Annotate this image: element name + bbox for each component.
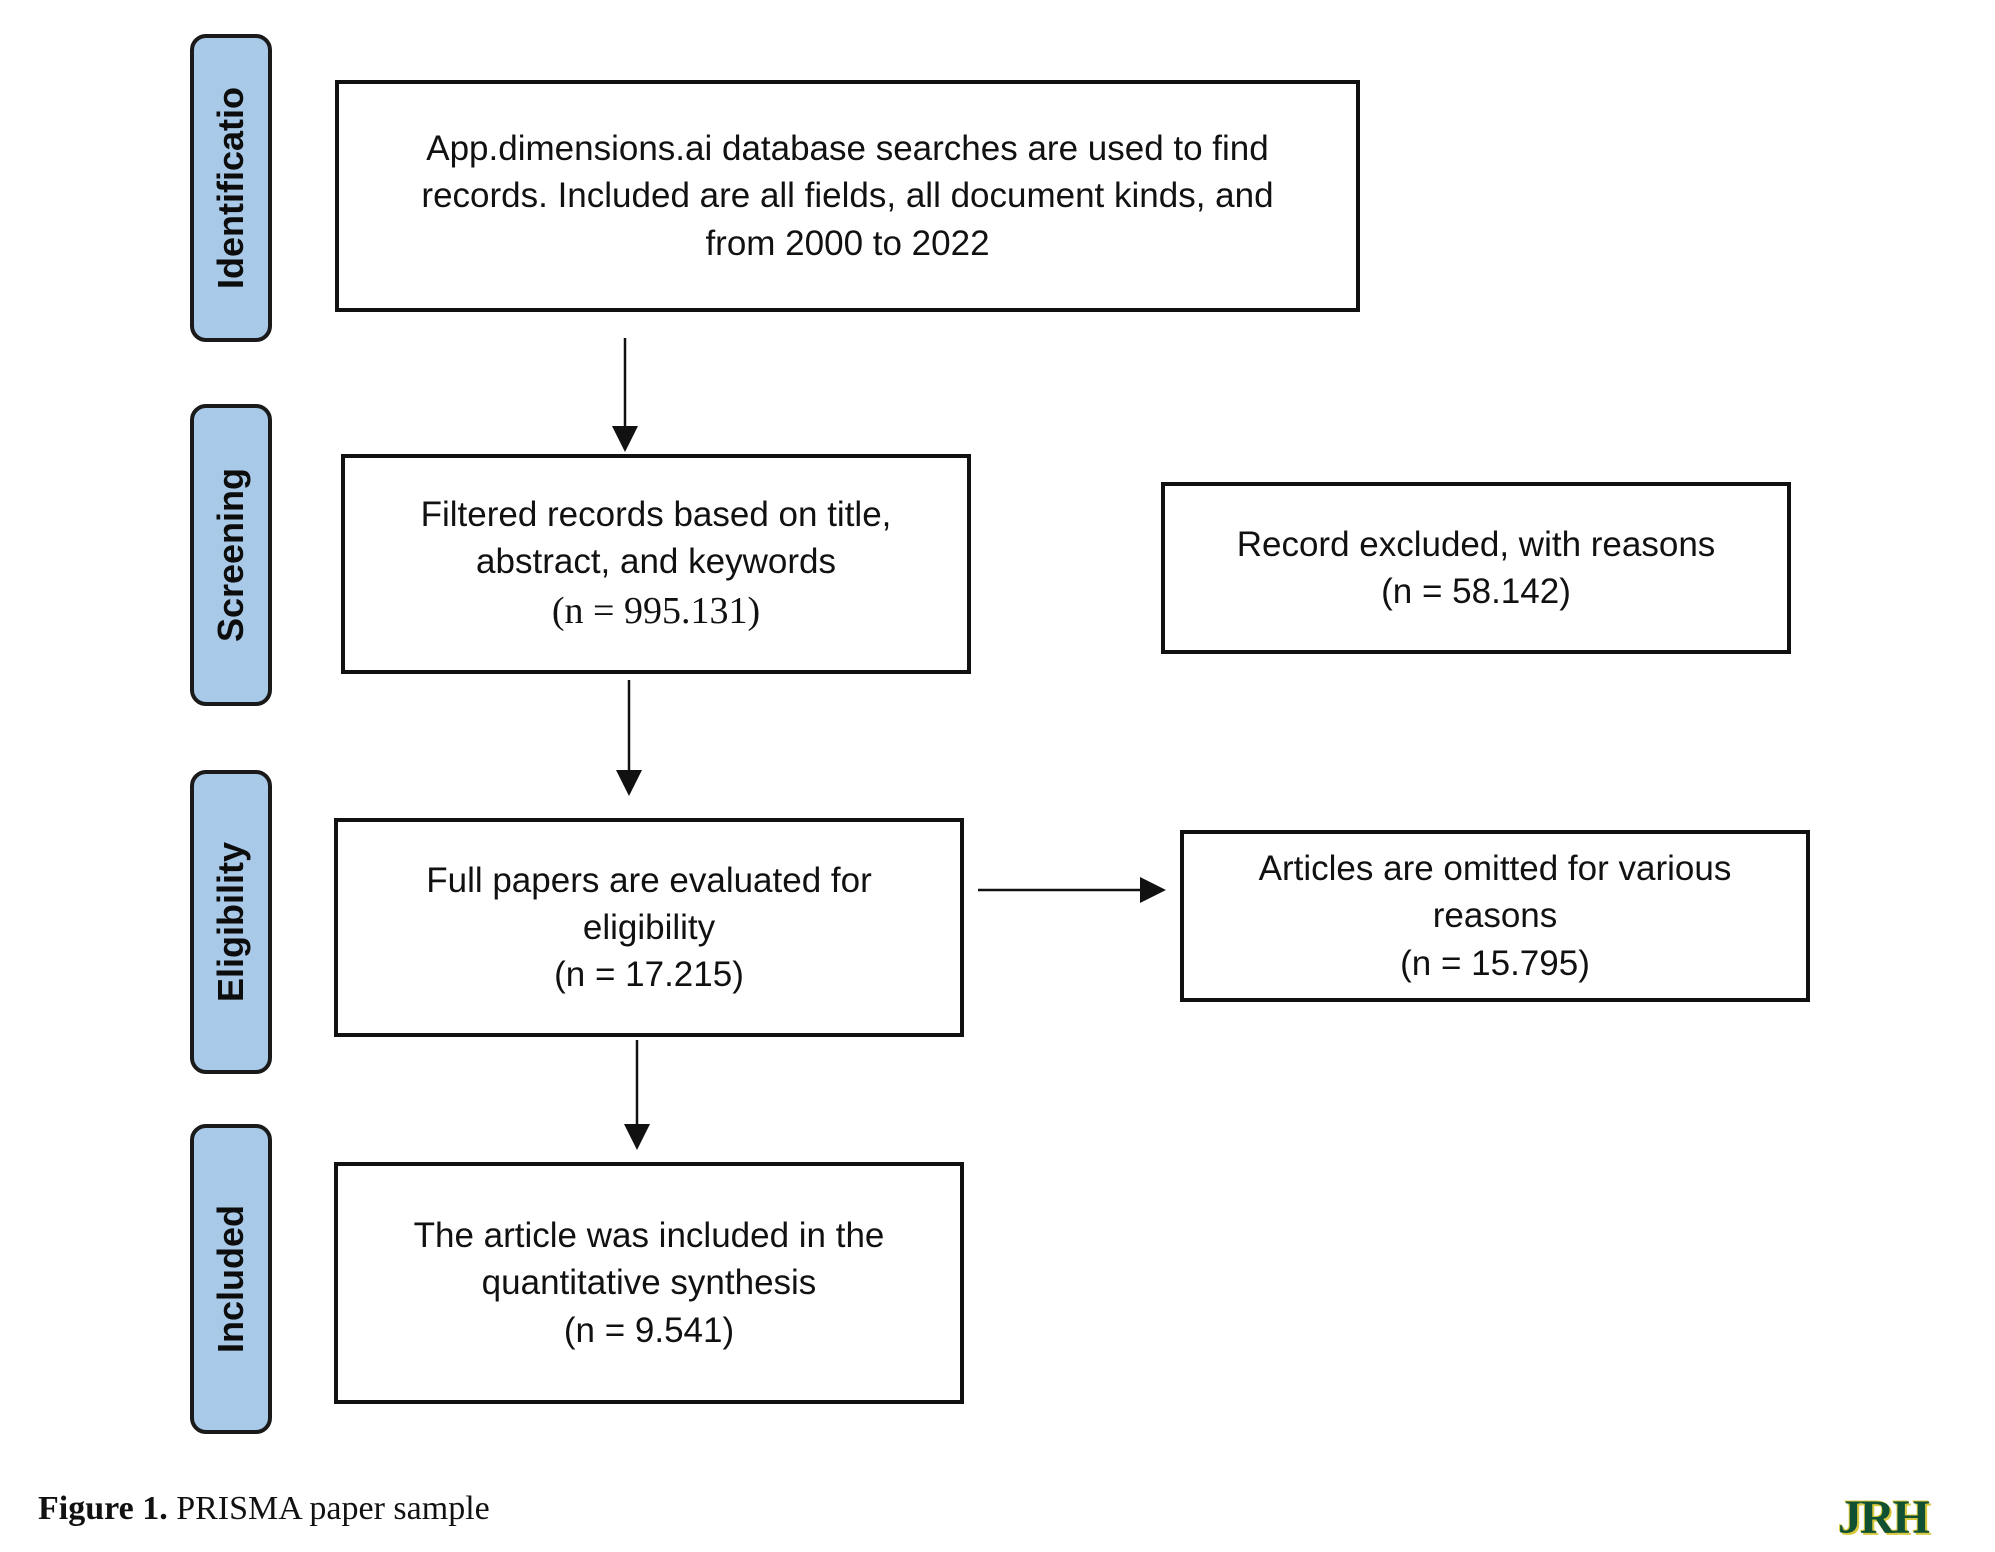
excluded-box: Record excluded, with reasons (n = 58.14…: [1161, 482, 1791, 654]
excluded-count: (n = 58.142): [1381, 572, 1571, 611]
screening-box: Filtered records based on title, abstrac…: [341, 454, 971, 674]
identification-text-1: App.dimensions.ai database searches are …: [426, 129, 1269, 169]
omitted-text-2: reasons: [1432, 896, 1558, 936]
screening-text-2: abstract, and keywords: [476, 542, 836, 582]
figure-caption-label: Figure 1.: [38, 1490, 168, 1527]
arrow-screening-to-eligibility: [616, 680, 642, 796]
identification-text-3: from 2000 to 2022: [705, 223, 990, 263]
stage-tab-identification: Identificatio: [190, 34, 272, 342]
excluded-text-1: Record excluded, with reasons: [1236, 524, 1716, 564]
eligibility-count: (n = 17.215): [554, 955, 744, 995]
included-box: The article was included in the quantita…: [334, 1162, 964, 1404]
stage-tab-included: Included: [190, 1124, 272, 1434]
arrow-identification-to-screening: [612, 338, 638, 452]
journal-logo: JRH: [1838, 1491, 1930, 1544]
figure-caption: Figure 1. PRISMA paper sample: [38, 1490, 490, 1528]
arrow-eligibility-to-included: [624, 1040, 650, 1150]
stage-tab-eligibility: Eligibility: [190, 770, 272, 1074]
arrow-eligibility-to-omitted: [978, 877, 1166, 903]
identification-box: App.dimensions.ai database searches are …: [335, 80, 1360, 312]
screening-text-1: Filtered records based on title,: [420, 495, 892, 535]
included-text-2: quantitative synthesis: [481, 1263, 817, 1303]
omitted-count: (n = 15.795): [1400, 943, 1590, 983]
omitted-text-1: Articles are omitted for various: [1258, 849, 1732, 889]
figure-caption-text: PRISMA paper sample: [167, 1490, 490, 1527]
screening-count: (n = 995.131): [551, 589, 761, 632]
stage-tab-screening: Screening: [190, 404, 272, 706]
eligibility-box: Full papers are evaluated for eligibilit…: [334, 818, 964, 1037]
eligibility-text-1: Full papers are evaluated for: [426, 860, 872, 900]
included-text-1: The article was included in the: [413, 1216, 885, 1256]
identification-text-2: records. Included are all fields, all do…: [421, 176, 1274, 216]
eligibility-text-2: eligibility: [582, 907, 716, 947]
omitted-box: Articles are omitted for various reasons…: [1180, 830, 1810, 1002]
included-count: (n = 9.541): [563, 1310, 735, 1350]
